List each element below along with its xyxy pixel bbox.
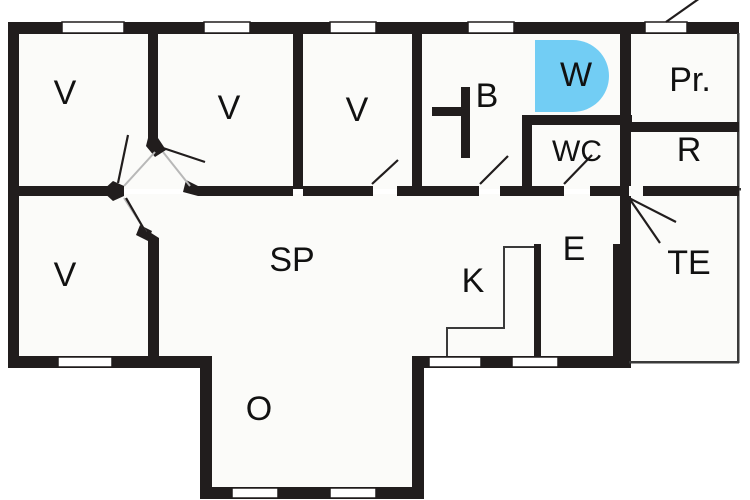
door-swing-wc — [563, 154, 593, 185]
wall-te-left-stub-upper — [620, 196, 631, 224]
room-labels: V V V V B W Pr. WC R TE SP K E O — [54, 56, 711, 428]
wall-under-b-right — [500, 186, 522, 196]
fixtures — [446, 246, 534, 356]
wall-under-v3-left — [303, 186, 373, 196]
window-top-3 — [329, 21, 377, 34]
window-top-2 — [203, 21, 251, 34]
room-label-v4: V — [54, 256, 77, 294]
wall-main-right-lower — [620, 194, 631, 368]
room-label-k: K — [462, 262, 485, 300]
sp-angled-edge-2 — [162, 151, 191, 187]
wall-wc-top — [522, 115, 632, 125]
wall-o-right — [412, 356, 424, 499]
door-swings — [116, 0, 700, 244]
floor-fills — [19, 33, 739, 487]
room-label-o: O — [246, 390, 272, 428]
wall-divider-v1-v2 — [148, 33, 158, 138]
wall-te-right-thin — [737, 33, 740, 363]
wall-v4-right — [148, 231, 159, 356]
wall-under-v2 — [198, 186, 293, 196]
windows — [57, 21, 688, 499]
window-top-5 — [644, 21, 688, 34]
wall-wc-bottom-right — [590, 186, 632, 196]
room-label-r: R — [677, 131, 702, 169]
wall-under-v3-right — [397, 186, 422, 196]
wall-pr-r-divider — [629, 122, 739, 132]
room-label-te: TE — [667, 244, 710, 282]
window-bottom-2 — [428, 356, 482, 368]
window-top-1 — [61, 21, 125, 34]
wall-o-left — [200, 356, 212, 499]
sp-angled-edge-1 — [123, 151, 156, 187]
window-bottom-5 — [329, 487, 377, 499]
room-label-sp: SP — [269, 241, 314, 279]
wall-e-right — [613, 244, 621, 356]
wall-r-bottom — [629, 186, 739, 196]
wall-wc-left — [522, 115, 532, 187]
wall-left — [8, 22, 19, 368]
wall-node-left — [102, 181, 124, 201]
window-bottom-4 — [231, 487, 279, 499]
wall-te-bottom-thin — [629, 361, 739, 364]
door-swing-te-2 — [628, 197, 661, 244]
opening-r-te — [629, 186, 643, 196]
room-label-w: W — [560, 56, 592, 94]
window-bottom-3 — [511, 356, 559, 368]
highlighted-room-w[interactable] — [535, 40, 609, 112]
wall-divider-v2-v3 — [293, 33, 303, 189]
door-swing-b — [479, 155, 509, 185]
wall-node-right — [183, 180, 198, 196]
room-label-v3: V — [346, 91, 369, 129]
wall-right-column-left — [620, 33, 631, 195]
door-swing-v2 — [159, 145, 206, 164]
wall-b-stub-horizontal — [432, 107, 470, 116]
door-swing-v4 — [125, 197, 153, 244]
wall-k-e-divider — [534, 244, 541, 356]
room-label-pr: Pr. — [669, 61, 711, 99]
wall-wc-bottom-left — [522, 186, 564, 196]
room-label-v2: V — [218, 89, 241, 127]
wall-under-b-left — [422, 186, 479, 196]
door-swing-pr — [665, 0, 700, 23]
room-label-b: B — [476, 77, 499, 115]
door-swing-te-1 — [628, 197, 677, 223]
window-bottom-1 — [57, 356, 113, 368]
wall-b-stub-vertical — [461, 87, 470, 158]
window-top-4 — [467, 21, 515, 34]
room-label-e: E — [563, 230, 586, 268]
door-swing-v3 — [371, 159, 399, 185]
wall-divider-v3-b — [412, 33, 422, 189]
kitchen-counter-outline — [446, 246, 534, 356]
room-label-v1: V — [54, 74, 77, 112]
wall-node-top — [146, 138, 166, 157]
wall-under-v1 — [19, 186, 113, 196]
door-swing-v1 — [116, 134, 130, 184]
room-label-wc: WC — [552, 135, 602, 168]
